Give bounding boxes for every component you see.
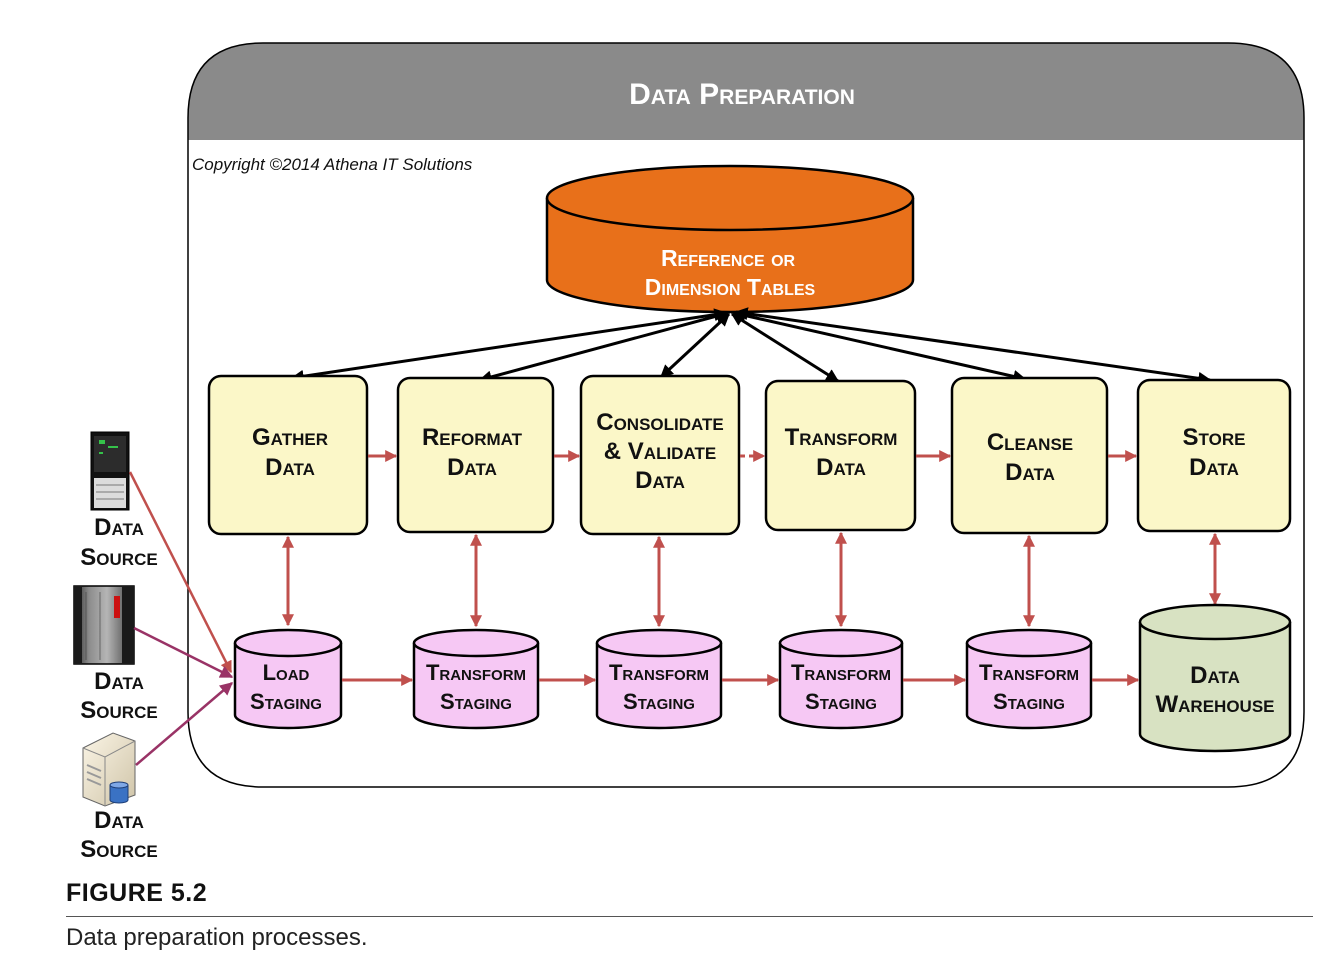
panel-header (188, 43, 1304, 140)
consolidate-label-line-1: Consolidate (596, 409, 724, 436)
source-2-line-1: Data (94, 668, 144, 695)
database-server-icon (82, 732, 136, 807)
consolidate-label-line-3: Data (635, 467, 685, 494)
store-label-line-2: Data (1189, 454, 1239, 481)
consolidate-label-line-2: & Validate (604, 438, 716, 465)
copyright-notice: Copyright ©2014 Athena IT Solutions (192, 155, 473, 174)
process-gather-data: Gather Data (207, 374, 369, 536)
data-warehouse: Data Warehouse (1138, 603, 1292, 753)
reference-label-line-2: Dimension Tables (645, 274, 816, 300)
reference-arrows (290, 307, 1212, 385)
transform-staging-4-line-2: Staging (993, 689, 1065, 714)
transform-staging-3-line-2: Staging (805, 689, 877, 714)
source-1-line-2: Source (80, 544, 157, 571)
transform-staging-3-line-1: Transform (791, 660, 891, 685)
transform-label-line-1: Transform (785, 424, 898, 451)
ref-arrow-store (734, 307, 1212, 385)
process-cleanse-data: Cleanse Data (950, 376, 1109, 535)
reference-dimension-tables: Reference or Dimension Tables (545, 164, 915, 314)
process-consolidate-validate-data: Consolidate & Validate Data (579, 374, 741, 536)
load-staging-line-1: Load (263, 660, 310, 685)
reference-label-line-1: Reference or (661, 245, 796, 271)
staging-load: Load Staging (233, 628, 343, 730)
figure-number: FIGURE 5.2 (66, 879, 208, 907)
source-3-arrow (135, 682, 233, 766)
data-sources: Data Source Data Source Data Source (73, 431, 158, 863)
ref-arrow-consolidate (659, 312, 731, 379)
transform-staging-2-line-1: Transform (609, 660, 709, 685)
transform-staging-1-line-2: Staging (440, 689, 512, 714)
mainframe-icon (73, 585, 135, 665)
tower-server-icon (90, 431, 130, 511)
source-3-line-1: Data (94, 807, 144, 834)
staging-transform-4: Transform Staging (965, 628, 1093, 730)
panel-body-outline (187, 140, 1305, 788)
transform-label-line-2: Data (816, 454, 866, 481)
source-1-line-1: Data (94, 514, 144, 541)
panel-title: Data Preparation (629, 78, 855, 111)
cleanse-label-line-2: Data (1005, 459, 1055, 486)
staging-transform-2: Transform Staging (595, 628, 723, 730)
staging-link-arrows (282, 531, 1221, 628)
source-2-line-2: Source (80, 697, 157, 724)
cleanse-label-line-1: Cleanse (987, 429, 1073, 456)
source-1-arrow (128, 471, 233, 674)
process-store-data: Store Data (1136, 378, 1292, 533)
figure-caption: Data preparation processes. (66, 924, 368, 951)
panel-header-outline (187, 42, 1305, 140)
staging-transform-3: Transform Staging (778, 628, 904, 730)
ref-arrow-reformat (478, 309, 730, 384)
source-3-line-2: Source (80, 836, 157, 863)
warehouse-label-line-2: Warehouse (1156, 691, 1275, 718)
store-label-line-1: Store (1183, 424, 1246, 451)
gather-label-line-1: Gather (252, 424, 328, 451)
transform-staging-2-line-2: Staging (623, 689, 695, 714)
ref-arrow-gather (290, 308, 728, 383)
transform-staging-1-line-1: Transform (426, 660, 526, 685)
process-transform-data: Transform Data (764, 379, 917, 532)
load-staging-line-2: Staging (250, 689, 322, 714)
reformat-label-line-2: Data (447, 454, 497, 481)
staging-row: Load Staging Transform Staging Transform… (233, 603, 1292, 753)
gather-label-line-2: Data (265, 454, 315, 481)
transform-staging-4-line-1: Transform (979, 660, 1079, 685)
source-2-arrow (133, 626, 234, 679)
process-reformat-data: Reformat Data (396, 376, 555, 534)
process-row: Gather Data Reformat Data Consolidate & … (207, 374, 1292, 536)
figure-divider (66, 916, 1313, 917)
reformat-label-line-1: Reformat (422, 424, 523, 451)
staging-transform-1: Transform Staging (412, 628, 540, 730)
main-panel: Data Preparation (187, 42, 1305, 788)
warehouse-label-line-1: Data (1190, 662, 1240, 689)
